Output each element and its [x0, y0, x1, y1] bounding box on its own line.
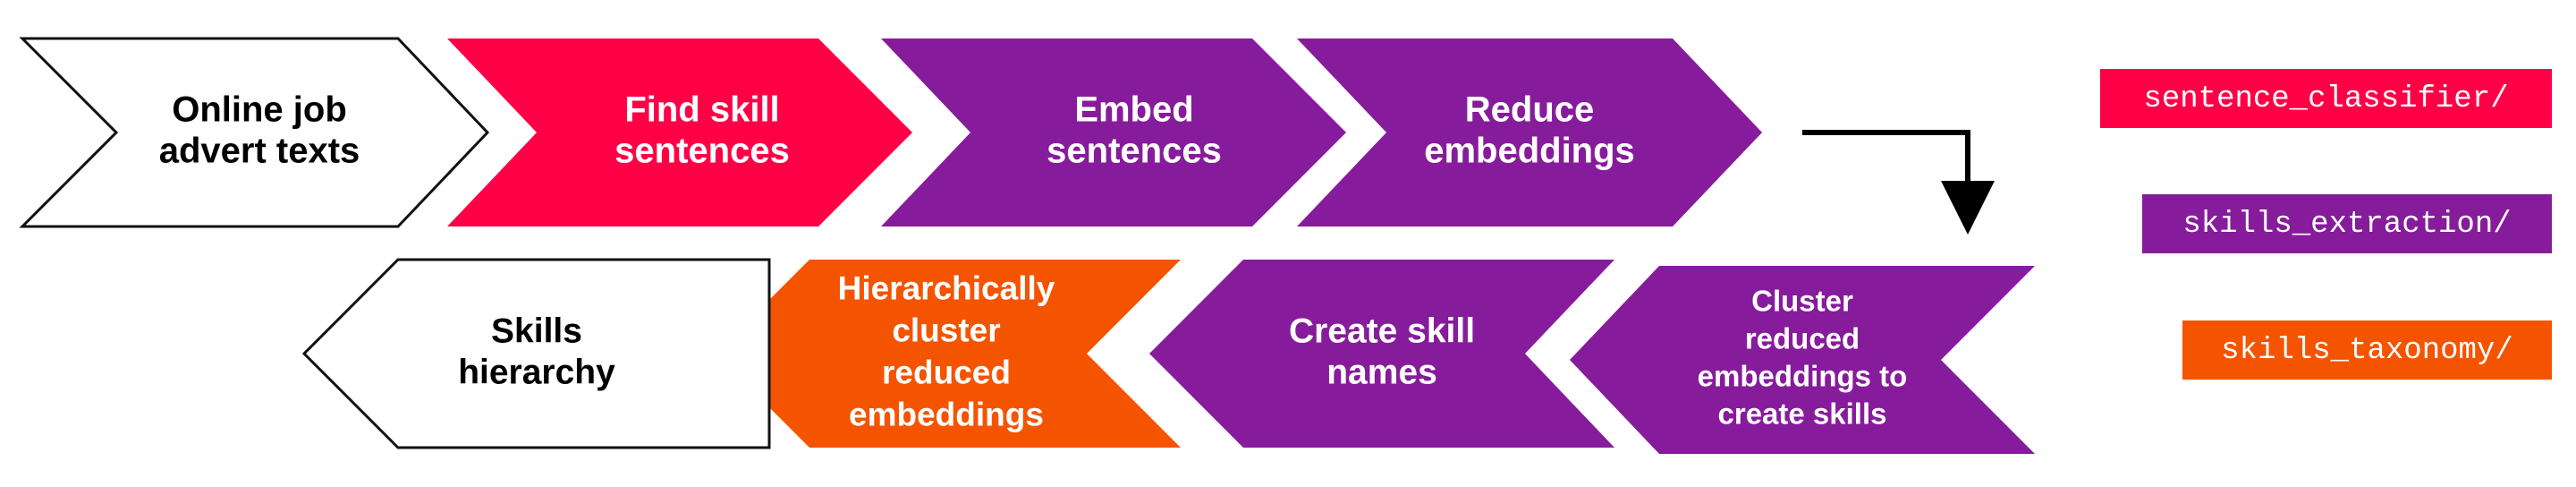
- step-label-line: cluster: [892, 312, 1000, 348]
- pipeline-step: Cluster reduced embeddings to create skills: [1570, 266, 2035, 454]
- legend-item: skills_extraction/: [2142, 194, 2552, 253]
- step-label-line: Skills: [491, 312, 582, 350]
- legend-item: sentence_classifier/: [2100, 69, 2552, 128]
- step-label-line: Hierarchically: [838, 269, 1055, 306]
- step-label-line: hierarchy: [458, 353, 615, 391]
- step-label-line: advert texts: [159, 132, 360, 171]
- step-chevron: [301, 258, 771, 449]
- legend-item: skills_taxonomy/: [2182, 320, 2552, 380]
- step-label-line: Reduce: [1465, 90, 1595, 130]
- step-chevron: [716, 260, 1181, 448]
- step-chevron: [1149, 260, 1614, 448]
- folder-label: skills_extraction/: [2182, 208, 2511, 242]
- step-label-line: reduced: [1745, 322, 1860, 355]
- step-label-line: Cluster: [1751, 285, 1853, 318]
- step-label-line: embeddings to: [1698, 360, 1908, 393]
- step-chevron: [1297, 38, 1762, 226]
- step-label-line: embeddings: [849, 396, 1044, 432]
- step-label-line: names: [1326, 353, 1437, 391]
- step-label-line: Online job: [172, 90, 347, 130]
- legend-swatch: [2142, 194, 2552, 253]
- step-chevron: [447, 38, 912, 226]
- step-label-line: embeddings: [1424, 132, 1635, 171]
- step-chevron: [881, 38, 1346, 226]
- step-label-line: Find skill: [624, 90, 779, 130]
- step-chevron: [1570, 266, 2035, 454]
- step-chevron: [19, 37, 490, 228]
- connector-arrow: [1802, 130, 1995, 235]
- legend-swatch: [2182, 320, 2552, 380]
- pipeline-step: Hierarchically cluster reduced embeddings: [716, 260, 1181, 448]
- step-label-line: sentences: [1046, 132, 1222, 171]
- step-label-line: sentences: [614, 132, 790, 171]
- step-label-line: Embed: [1074, 90, 1193, 130]
- step-label-line: reduced: [882, 354, 1011, 390]
- legend-swatch: [2100, 69, 2552, 128]
- folder-label: sentence_classifier/: [2143, 82, 2508, 116]
- step-label-line: create skills: [1718, 397, 1887, 431]
- step-label-line: Create skill: [1289, 312, 1475, 350]
- folder-label: skills_taxonomy/: [2221, 334, 2512, 368]
